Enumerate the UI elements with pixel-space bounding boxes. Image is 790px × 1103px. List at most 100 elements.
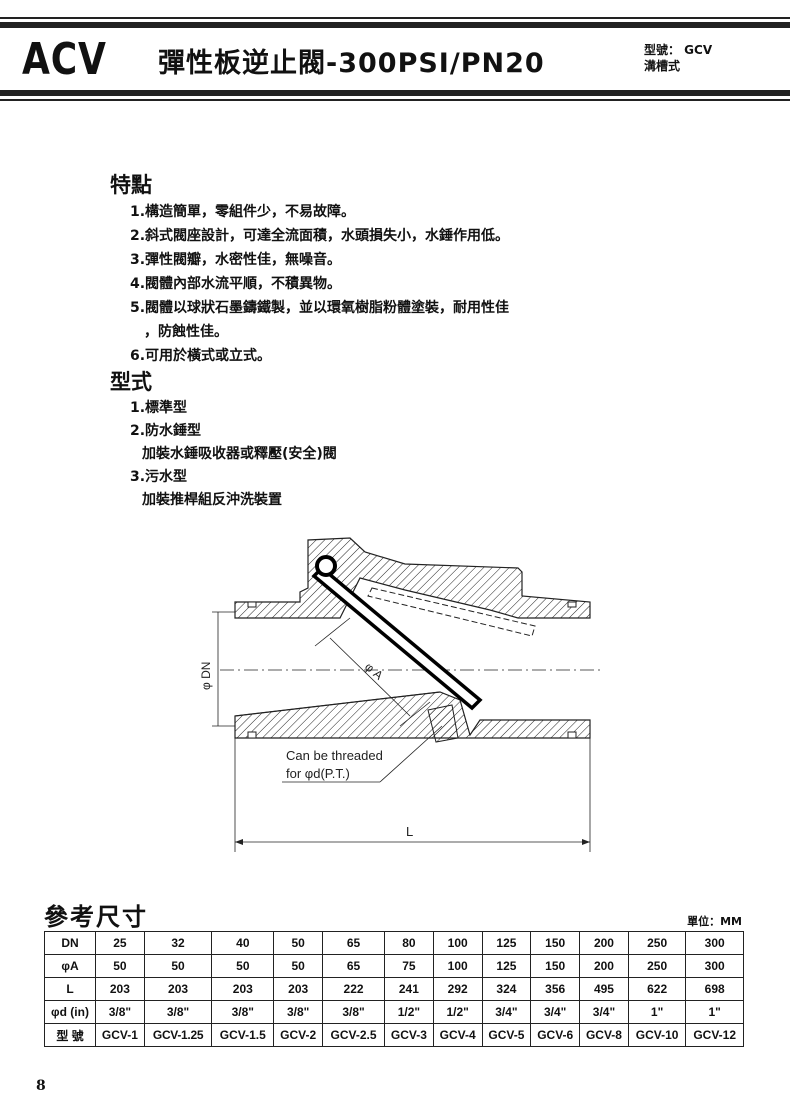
threaded-boss: [427, 704, 459, 743]
thread-note-line-1: Can be threaded: [286, 748, 383, 763]
table-cell: 75: [384, 954, 434, 978]
table-cell: 125: [481, 954, 532, 978]
groove-right-lower: [567, 731, 577, 739]
table-cell: 1": [685, 1000, 744, 1024]
table-cell: 40: [211, 931, 275, 955]
row-header: 型 號: [44, 1023, 96, 1047]
feature-item: 4.閥體內部水流平順，不積異物。: [130, 276, 342, 292]
table-cell: 698: [685, 977, 744, 1001]
row-header: L: [44, 977, 96, 1001]
groove-left-lower: [247, 731, 257, 739]
table-cell: GCV-12: [685, 1023, 744, 1047]
a-dimension-line: [329, 637, 411, 717]
thread-note-line-2: for φd(P.T.): [286, 766, 350, 781]
dimensions-title: 參考尺寸: [44, 903, 148, 931]
table-cell: 25: [95, 931, 145, 955]
valve-body-lower-wall: [234, 691, 591, 739]
table-cell: 3/8": [273, 1000, 324, 1024]
row-header: φd (in): [44, 1000, 96, 1024]
a-ext-1: [314, 617, 351, 647]
table-cell: GCV-1: [95, 1023, 145, 1047]
table-cell: 3/8": [95, 1000, 145, 1024]
table-cell: GCV-1.5: [211, 1023, 275, 1047]
type-item: 2.防水錘型: [130, 423, 202, 439]
unit-label: 單位：MM: [687, 915, 742, 928]
table-cell: 3/8": [322, 1000, 386, 1024]
page-number: 8: [36, 1078, 46, 1094]
table-cell: 356: [530, 977, 581, 1001]
table-cell: GCV-10: [627, 1023, 687, 1047]
type-item-note: 加裝水錘吸收器或釋壓(安全)閥: [142, 446, 337, 462]
table-cell: 200: [579, 931, 629, 955]
row-header: φA: [44, 954, 96, 978]
l-arrow-right: [582, 839, 590, 845]
table-cell: 50: [211, 954, 275, 978]
type-item: 3.污水型: [130, 469, 188, 485]
table-cell: 50: [273, 931, 324, 955]
table-cell: 250: [627, 931, 687, 955]
table-cell: 100: [432, 931, 483, 955]
disc-open-position: [367, 587, 536, 637]
table-cell: GCV-1.25: [143, 1023, 213, 1047]
table-cell: 32: [143, 931, 213, 955]
table-cell: 203: [273, 977, 324, 1001]
row-header: DN: [44, 931, 96, 955]
table-cell: 200: [579, 954, 629, 978]
table-cell: 300: [685, 954, 744, 978]
a-ext-2: [399, 701, 431, 727]
type-item-note: 加裝推桿組反沖洗裝置: [142, 492, 282, 508]
table-cell: GCV-2.5: [322, 1023, 386, 1047]
header-rule-bottom-thin: [0, 99, 790, 101]
table-cell: 622: [627, 977, 687, 1001]
table-cell: GCV-4: [432, 1023, 483, 1047]
table-cell: 50: [143, 954, 213, 978]
table-cell: GCV-6: [530, 1023, 581, 1047]
table-cell: 241: [384, 977, 434, 1001]
feature-item: 3.彈性閥瓣，水密性佳，無噪音。: [130, 252, 342, 268]
table-cell: 203: [95, 977, 145, 1001]
l-label: L: [406, 824, 413, 839]
valve-cross-section-drawing: φ DN φ A Can be threaded for φd(P.T.) L: [199, 537, 602, 852]
features-list: 1.構造簡單，零組件少，不易故障。 2.斜式閥座設計，可達全流面積，水頭損失小，…: [130, 200, 509, 368]
table-cell: 50: [95, 954, 145, 978]
table-cell: GCV-3: [384, 1023, 434, 1047]
groove-left-upper: [247, 601, 257, 608]
table-cell: 100: [432, 954, 483, 978]
table-cell: 125: [481, 931, 532, 955]
product-code: ACV: [22, 34, 107, 85]
table-cell: GCV-5: [481, 1023, 532, 1047]
table-cell: 300: [685, 931, 744, 955]
feature-item-continued: ，防蝕性佳。: [144, 324, 228, 340]
header-rule-top-thin: [0, 17, 790, 19]
features-title: 特點: [110, 173, 152, 197]
table-cell: 3/4": [481, 1000, 532, 1024]
types-title: 型式: [110, 370, 152, 394]
table-cell: 1": [627, 1000, 687, 1024]
feature-item: 1.構造簡單，零組件少，不易故障。: [130, 204, 356, 220]
table-cell: 150: [530, 954, 581, 978]
table-cell: 3/8": [143, 1000, 213, 1024]
model-type: 溝槽式: [644, 59, 681, 73]
table-cell: 1/2": [384, 1000, 434, 1024]
table-cell: 1/2": [432, 1000, 483, 1024]
dn-label: φ DN: [199, 662, 213, 690]
model-label: 型號： GCV: [644, 43, 713, 57]
table-cell: 324: [481, 977, 532, 1001]
groove-right-upper: [567, 601, 577, 608]
a-label: φ A: [362, 660, 386, 683]
table-cell: GCV-8: [579, 1023, 629, 1047]
valve-disc: [311, 565, 483, 711]
feature-item: 5.閥體以球狀石墨鑄鐵製，並以環氧樹脂粉體塗裝，耐用性佳: [130, 300, 510, 316]
table-cell: 3/4": [530, 1000, 581, 1024]
header-rule-bottom-thick: [0, 90, 790, 96]
type-item: 1.標準型: [130, 400, 188, 416]
header-rule-top-thick: [0, 22, 790, 28]
table-cell: 250: [627, 954, 687, 978]
table-cell: 65: [322, 931, 386, 955]
thread-leader: [379, 725, 443, 783]
table-cell: 3/8": [211, 1000, 275, 1024]
